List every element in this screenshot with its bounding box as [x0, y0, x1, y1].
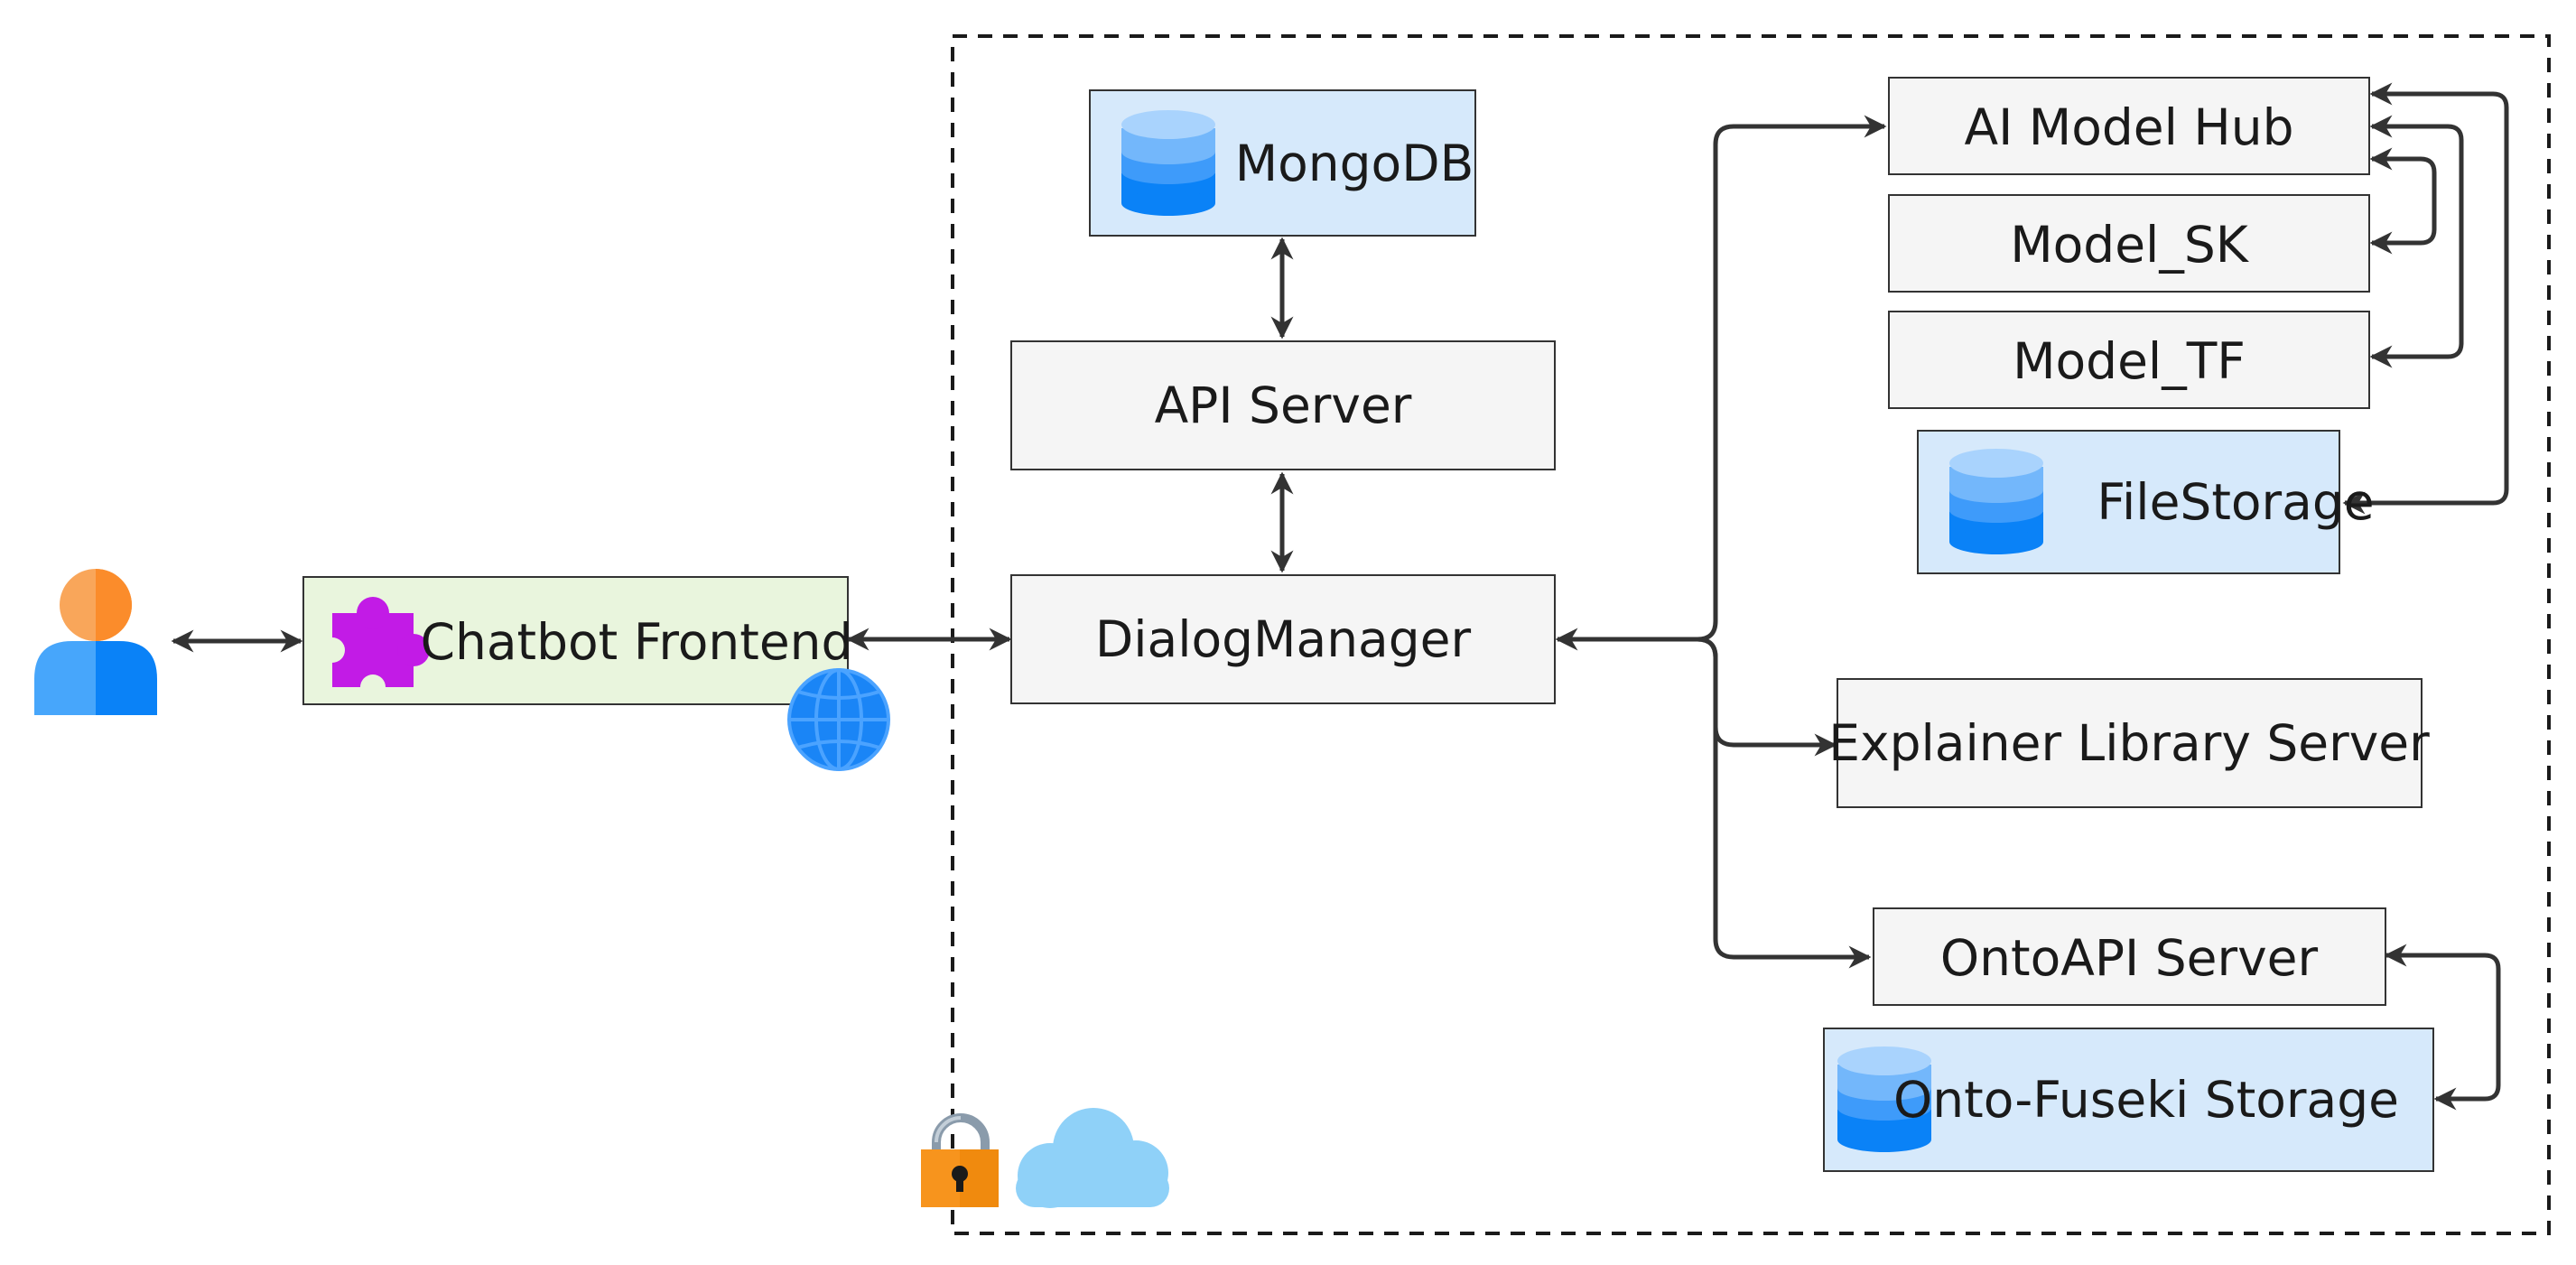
dialog-manager-box: DialogManager — [1010, 574, 1556, 704]
api-server-label: API Server — [1155, 377, 1412, 434]
chatbot-frontend-label: Chatbot Frontend — [421, 613, 853, 671]
ontoapi-server-box: OntoAPI Server — [1873, 907, 2386, 1006]
model-tf-box: Model_TF — [1888, 311, 2370, 409]
ai-model-hub-box: AI Model Hub — [1888, 77, 2370, 175]
ontoapi-fuseki-arrow — [2384, 944, 2501, 1111]
aihub-modelsk-arrow — [2369, 147, 2437, 255]
dialogmanager-aihub-arrow — [1555, 115, 1887, 651]
file-storage-label: FileStorage — [2097, 473, 2374, 531]
globe-icon — [787, 668, 890, 771]
ai-model-hub-label: AI Model Hub — [1964, 98, 2293, 156]
model-sk-box: Model_SK — [1888, 194, 2370, 293]
onto-fuseki-storage-label: Onto-Fuseki Storage — [1893, 1071, 2399, 1129]
model-sk-label: Model_SK — [2010, 216, 2250, 274]
connectors — [171, 82, 2509, 1111]
model-tf-label: Model_TF — [2013, 332, 2246, 390]
chatbot-frontend-box: Chatbot Frontend — [302, 576, 853, 705]
database-icon — [1949, 449, 2043, 554]
cloud-icon — [1016, 1108, 1169, 1208]
mongodb-label: MongoDB — [1235, 135, 1474, 192]
api-server-box: API Server — [1010, 340, 1556, 470]
aihub-filestorage-arrow — [2342, 82, 2509, 515]
user-icon — [34, 569, 157, 715]
puzzle-piece-icon — [320, 597, 430, 700]
padlock-icon — [921, 1113, 999, 1207]
ontoapi-server-label: OntoAPI Server — [1940, 929, 2319, 987]
dialogmanager-ontoapi-arrow — [1697, 637, 1872, 969]
file-storage-box: FileStorage — [1917, 430, 2375, 574]
explainer-library-server-label: Explainer Library Server — [1828, 714, 2430, 772]
dialog-manager-label: DialogManager — [1095, 610, 1472, 668]
explainer-library-server-box: Explainer Library Server — [1828, 678, 2430, 808]
aihub-modeltf-arrow — [2369, 115, 2464, 368]
mongodb-box: MongoDB — [1089, 89, 1476, 237]
database-icon — [1121, 110, 1215, 216]
onto-fuseki-storage-box: Onto-Fuseki Storage — [1823, 1028, 2434, 1172]
dialogmanager-explainer-arrow — [1697, 637, 1837, 757]
